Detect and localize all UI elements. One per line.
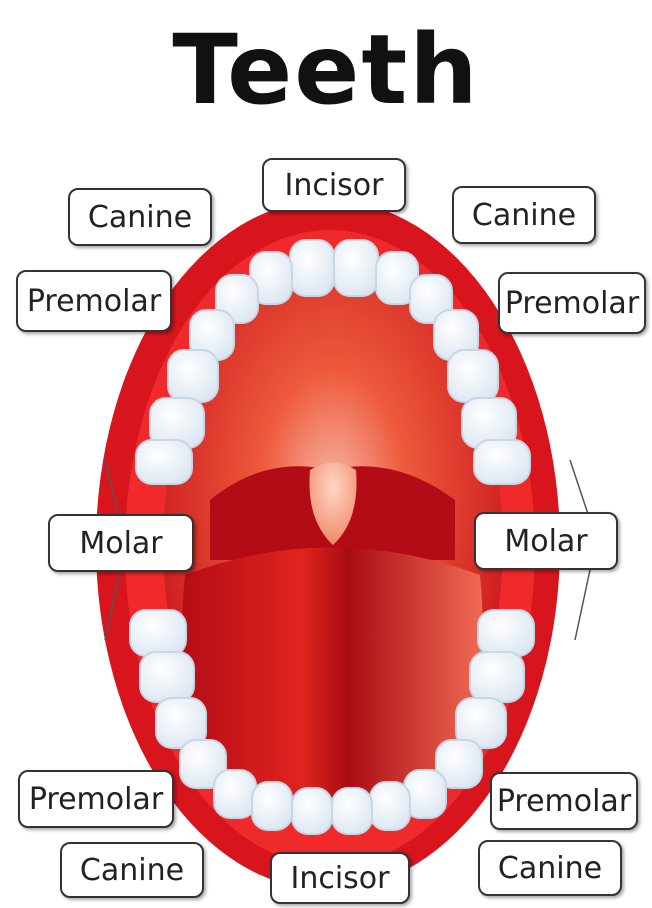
label-canine-top-right: Canine bbox=[452, 186, 596, 244]
label-canine-bottom-right: Canine bbox=[478, 840, 622, 896]
label-premolar-top-right: Premolar bbox=[498, 272, 646, 334]
label-premolar-bottom-right: Premolar bbox=[490, 772, 638, 830]
label-premolar-bottom-left: Premolar bbox=[18, 770, 174, 828]
label-incisor-bottom: Incisor bbox=[270, 852, 410, 904]
label-molar-left: Molar bbox=[48, 514, 194, 572]
label-molar-right: Molar bbox=[474, 512, 618, 570]
label-canine-bottom-left: Canine bbox=[60, 842, 204, 898]
label-incisor-top: Incisor bbox=[262, 158, 406, 212]
label-canine-top-left: Canine bbox=[68, 188, 212, 246]
label-premolar-top-left: Premolar bbox=[16, 270, 172, 332]
